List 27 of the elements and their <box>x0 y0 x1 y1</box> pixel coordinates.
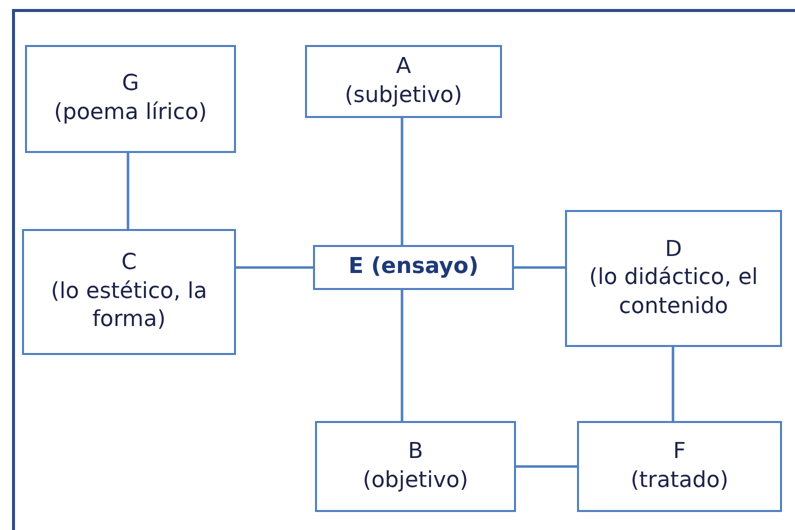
concept-box <box>22 229 236 355</box>
concept-box <box>305 45 502 118</box>
box-heading: C <box>121 249 137 278</box>
box-text: (subjetivo) <box>344 82 462 110</box>
connector-line <box>514 266 565 269</box>
box-heading: A <box>396 52 412 81</box>
concept-box <box>577 421 782 512</box>
concept-box <box>25 45 236 153</box>
connector-line <box>672 347 674 421</box>
connector-line <box>516 465 577 468</box>
box-text: (objetivo) <box>362 466 468 494</box>
box-text: (lo didáctico, el contenido <box>588 264 759 321</box>
box-heading: B <box>408 438 424 466</box>
box-text: (lo estético, la forma) <box>50 278 208 334</box>
box-heading: F <box>673 438 686 466</box>
connector-line <box>126 153 130 229</box>
box-text: (tratado) <box>630 466 728 494</box>
concept-box <box>565 210 782 347</box>
box-text: E (ensayo) <box>348 253 479 282</box>
concept-box <box>315 421 516 512</box>
connector-line <box>400 290 404 421</box>
box-heading: D <box>665 236 682 264</box>
concept-box <box>313 245 514 290</box>
connector-line <box>400 118 404 245</box>
box-heading: G <box>122 70 140 98</box>
box-text: (poema lírico) <box>54 99 207 127</box>
connector-line <box>236 266 313 269</box>
